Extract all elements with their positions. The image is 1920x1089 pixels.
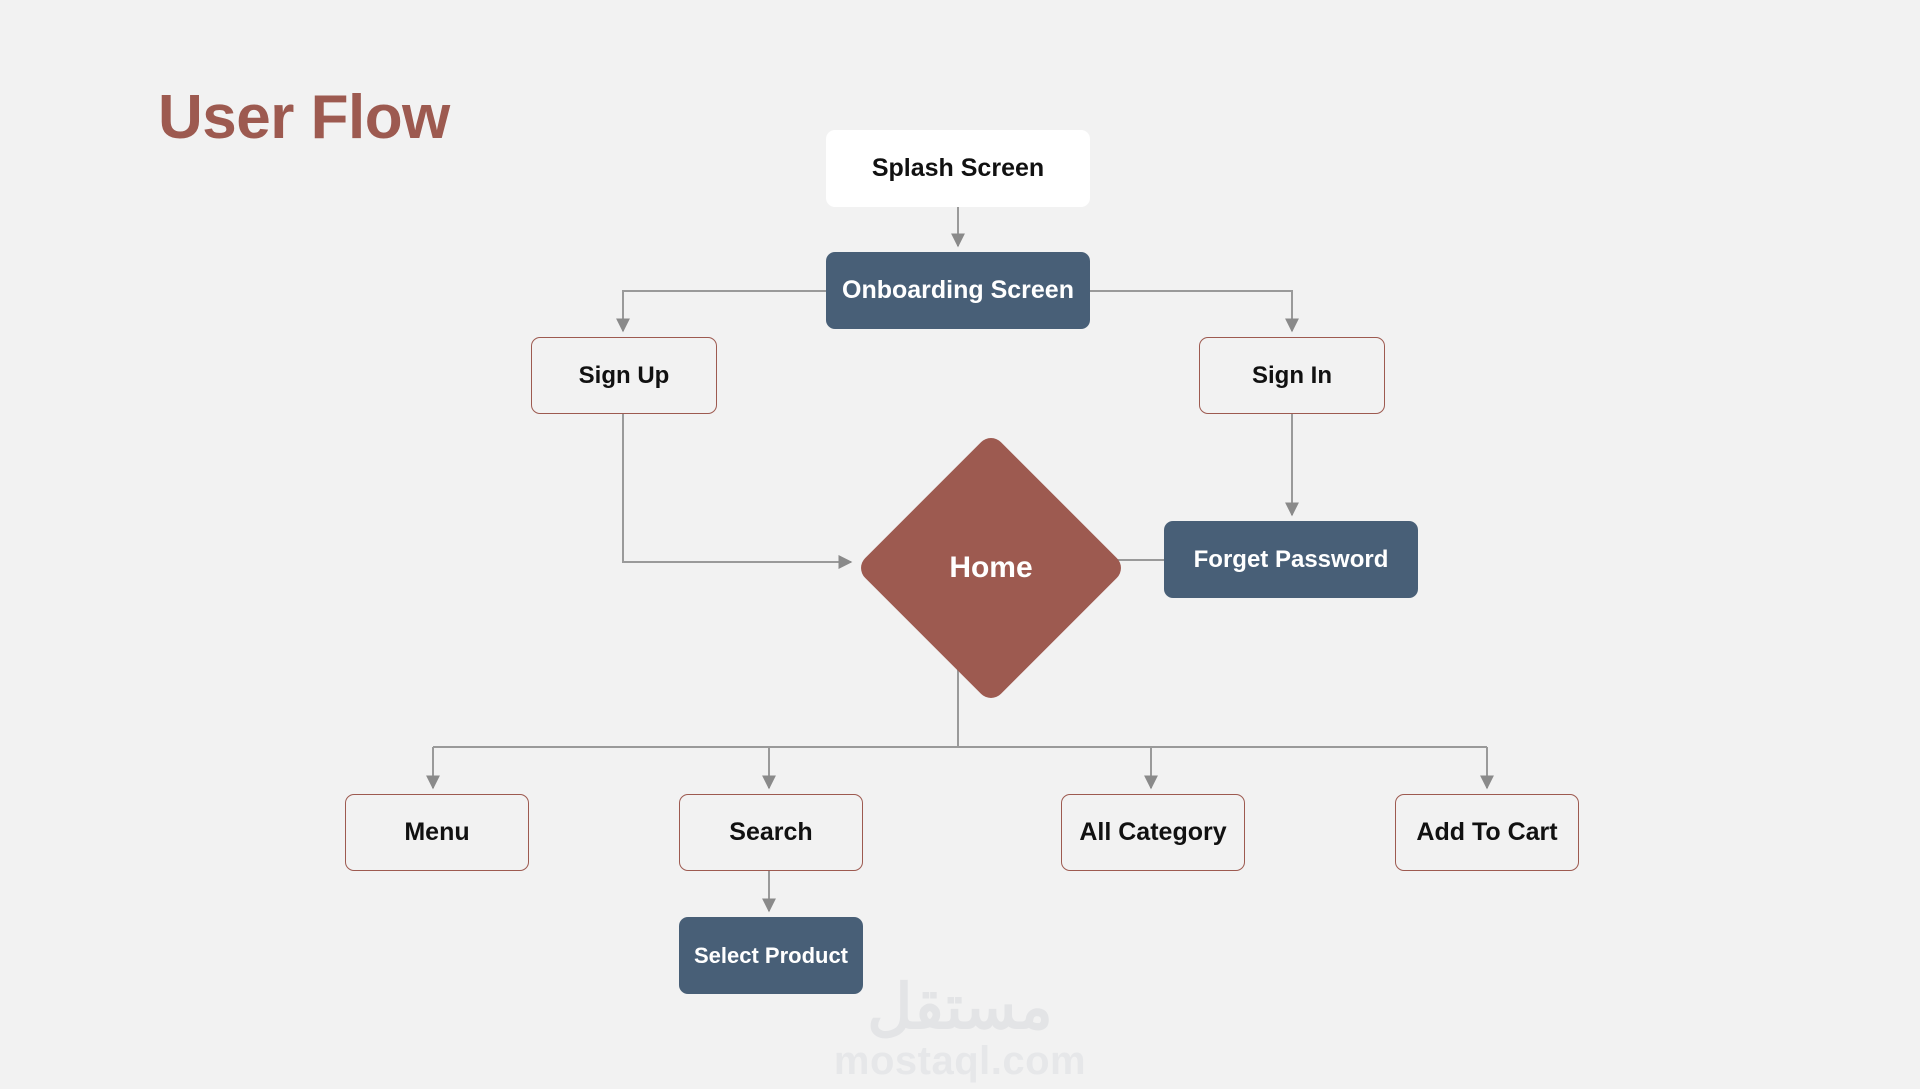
flow-node-add-to-cart[interactable]: Add To Cart <box>1395 794 1579 871</box>
edge-signup-to-home <box>622 414 853 569</box>
flow-node-splash-screen[interactable]: Splash Screen <box>826 130 1090 207</box>
flow-node-menu[interactable]: Menu <box>345 794 529 871</box>
flow-node-label: Add To Cart <box>1416 818 1558 846</box>
flow-node-label: Sign Up <box>578 361 670 389</box>
flow-node-forget-password[interactable]: Forget Password <box>1164 521 1418 598</box>
flow-node-label: Home <box>949 551 1033 584</box>
flow-node-sign-in[interactable]: Sign In <box>1199 337 1385 414</box>
flow-node-label: Select Product <box>693 942 849 968</box>
edge-onboarding-to-signin <box>1090 290 1299 333</box>
flow-node-label: Onboarding Screen <box>842 276 1074 304</box>
page-title: User Flow <box>158 83 450 152</box>
edge-onboarding-to-signup <box>616 290 826 333</box>
flow-node-label: Menu <box>404 818 470 846</box>
flow-node-label: All Category <box>1079 818 1227 846</box>
flow-node-search[interactable]: Search <box>679 794 863 871</box>
flow-node-select-product[interactable]: Select Product <box>679 917 863 994</box>
flow-node-label: Forget Password <box>1193 545 1389 573</box>
flow-node-label: Splash Screen <box>871 154 1045 182</box>
flow-node-label: Search <box>729 818 813 846</box>
flow-node-all-category[interactable]: All Category <box>1061 794 1245 871</box>
flow-node-sign-up[interactable]: Sign Up <box>531 337 717 414</box>
flow-node-home-decision[interactable]: Home <box>855 432 1127 704</box>
flow-node-onboarding-screen[interactable]: Onboarding Screen <box>826 252 1090 329</box>
flow-node-label: Sign In <box>1252 361 1332 389</box>
